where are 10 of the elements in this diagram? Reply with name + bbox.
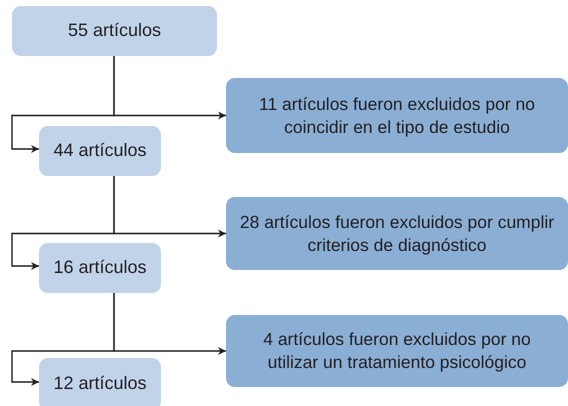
exclusion-box: 28 artículos fueron excluidos por cumplir criterios de diagnóstico: [226, 197, 568, 270]
arrow: [11, 56, 115, 153]
count-box: 55 artículos: [12, 6, 217, 56]
count-box: 12 artículos: [39, 358, 161, 406]
arrow: [11, 293, 115, 386]
exclusion-box: 11 artículos fueron excluidos por no coincidir en el tipo de estudio: [226, 78, 568, 153]
arrow: [11, 176, 115, 270]
exclusion-box: 4 artículos fueron excluidos por no utilizar un tratamiento psicológico: [226, 315, 568, 387]
count-box: 44 artículos: [39, 126, 161, 176]
count-box: 16 artículos: [39, 243, 161, 293]
